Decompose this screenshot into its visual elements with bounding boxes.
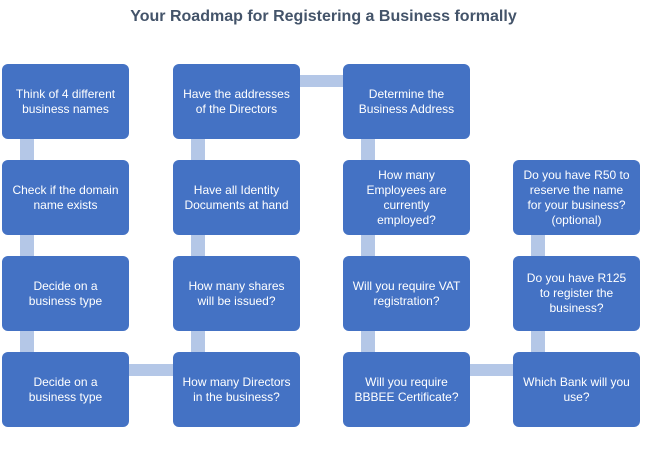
connector-c2-r3-r2 — [191, 235, 205, 256]
step-box-c2-r2: Have all Identity Documents at hand — [173, 160, 300, 235]
step-box-c1-r3: Decide on a business type — [2, 256, 129, 331]
connector-c2-r4-r3 — [191, 331, 205, 352]
connector-c3-r2-r3 — [361, 235, 375, 256]
step-box-c3-r3: Will you require VAT registration? — [343, 256, 470, 331]
connector-c4-r3-r2 — [531, 235, 545, 256]
connector-c1-r2-r3 — [20, 235, 34, 256]
connector-c1-r1-r2 — [20, 139, 34, 160]
step-box-c1-r1: Think of 4 different business names — [2, 64, 129, 139]
connector-c2-r2-r1 — [191, 139, 205, 160]
step-box-c1-r4: Decide on a business type — [2, 352, 129, 427]
step-box-c4-r3: Do you have R125 to register the busines… — [513, 256, 640, 331]
step-box-c2-r1: Have the addresses of the Directors — [173, 64, 300, 139]
step-box-c2-r4: How many Directors in the business? — [173, 352, 300, 427]
connector-c1-c2-r4 — [129, 364, 173, 376]
connector-c3-r1-r2 — [361, 139, 375, 160]
step-box-c3-r1: Determine the Business Address — [343, 64, 470, 139]
connector-c2-c3-r1 — [300, 75, 344, 87]
step-box-c3-r2: How many Employees are currently employe… — [343, 160, 470, 235]
step-box-c2-r3: How many shares will be issued? — [173, 256, 300, 331]
connector-c3-c4-r4 — [470, 364, 514, 376]
step-box-c3-r4: Will you require BBBEE Certificate? — [343, 352, 470, 427]
connector-c1-r3-r4 — [20, 331, 34, 352]
step-box-c1-r2: Check if the domain name exists — [2, 160, 129, 235]
connector-c3-r3-r4 — [361, 331, 375, 352]
diagram-title: Your Roadmap for Registering a Business … — [130, 8, 517, 25]
step-box-c4-r4: Which Bank will you use? — [513, 352, 640, 427]
step-box-c4-r2: Do you have R50 to reserve the name for … — [513, 160, 640, 235]
connector-c4-r4-r3 — [531, 331, 545, 352]
